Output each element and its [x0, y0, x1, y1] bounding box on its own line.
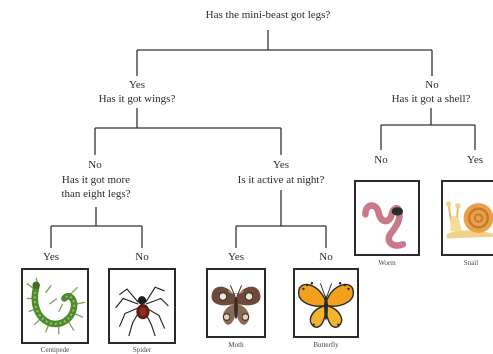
night-yes-answer: Yes: [227, 251, 245, 263]
eight-legs-question-line1: Has it got more: [61, 174, 131, 186]
night-question: Is it active at night?: [237, 174, 325, 186]
wings-no-answer: No: [88, 159, 102, 171]
shell-yes-answer: Yes: [466, 154, 484, 166]
snail-card: [441, 180, 493, 256]
butterfly-caption: Butterfly: [313, 341, 339, 349]
spider-icon: [115, 286, 169, 337]
eight-legs-no-answer: No: [135, 251, 149, 263]
moth-caption: Moth: [228, 341, 244, 349]
wings-yes-answer: Yes: [272, 159, 290, 171]
snail-caption: Snail: [463, 259, 479, 267]
worm-card: [354, 180, 420, 256]
shell-no-answer: No: [374, 154, 388, 166]
spider-card: [108, 268, 176, 344]
worm-caption: Worm: [378, 259, 396, 267]
eight-legs-question-line2: than eight legs?: [61, 188, 131, 200]
centipede-caption: Centipede: [40, 346, 70, 354]
legs-no-answer: No: [425, 79, 439, 91]
night-no-answer: No: [319, 251, 333, 263]
snail-icon: [445, 201, 493, 239]
centipede-icon: [26, 277, 86, 335]
root-question: Has the mini-beast got legs?: [205, 9, 331, 21]
moth-card: [206, 268, 266, 338]
wings-question: Has it got wings?: [98, 93, 176, 105]
legs-yes-answer: Yes: [128, 79, 146, 91]
moth-icon: [211, 285, 261, 325]
spider-caption: Spider: [132, 346, 152, 354]
butterfly-icon: [298, 282, 354, 328]
butterfly-card: [293, 268, 359, 338]
shell-question: Has it got a shell?: [391, 93, 471, 105]
worm-icon: [362, 202, 407, 249]
centipede-card: [21, 268, 89, 344]
eight-legs-yes-answer: Yes: [42, 251, 60, 263]
